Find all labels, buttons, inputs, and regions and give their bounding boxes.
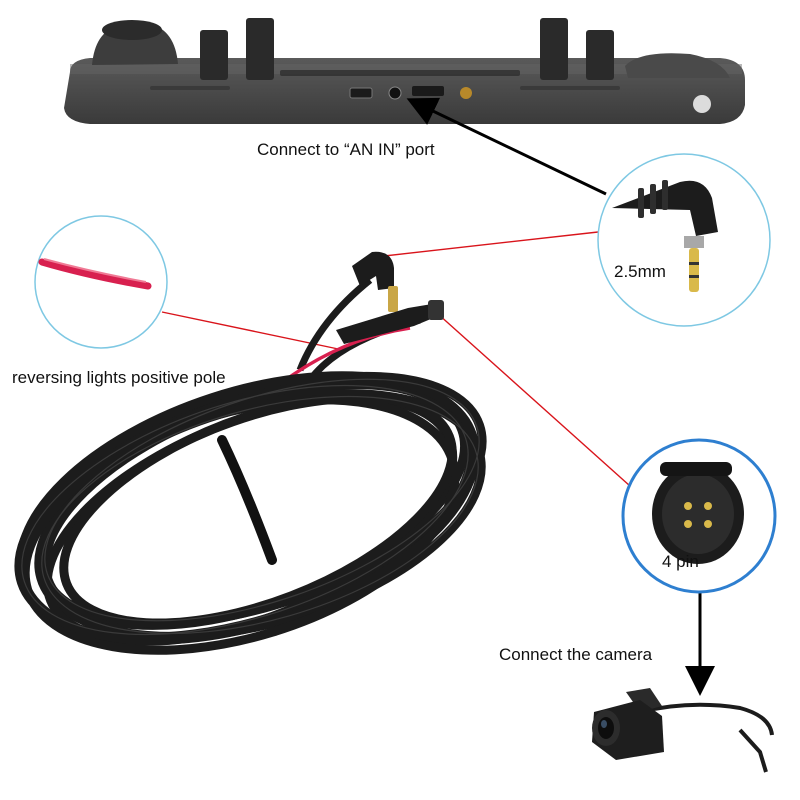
rearview-mirror-dashcam: [64, 18, 745, 124]
an-in-port-label: Connect to “AN IN” port: [257, 140, 435, 159]
4-pin-connector-callout: [621, 438, 777, 594]
arrow-to-an-in-port: [406, 97, 607, 196]
pointer-lines: [161, 231, 631, 487]
plug-callout: [597, 153, 771, 327]
jack-size-label: 2.5mm: [614, 262, 666, 281]
cable-coil: [14, 251, 487, 655]
red-wire-callout: [34, 215, 168, 349]
pin-count-label: 4 pin: [662, 552, 699, 571]
connect-camera-label: Connect the camera: [499, 645, 653, 664]
reversing-lights-label: reversing lights positive pole: [12, 368, 226, 387]
rear-camera: [592, 688, 774, 773]
